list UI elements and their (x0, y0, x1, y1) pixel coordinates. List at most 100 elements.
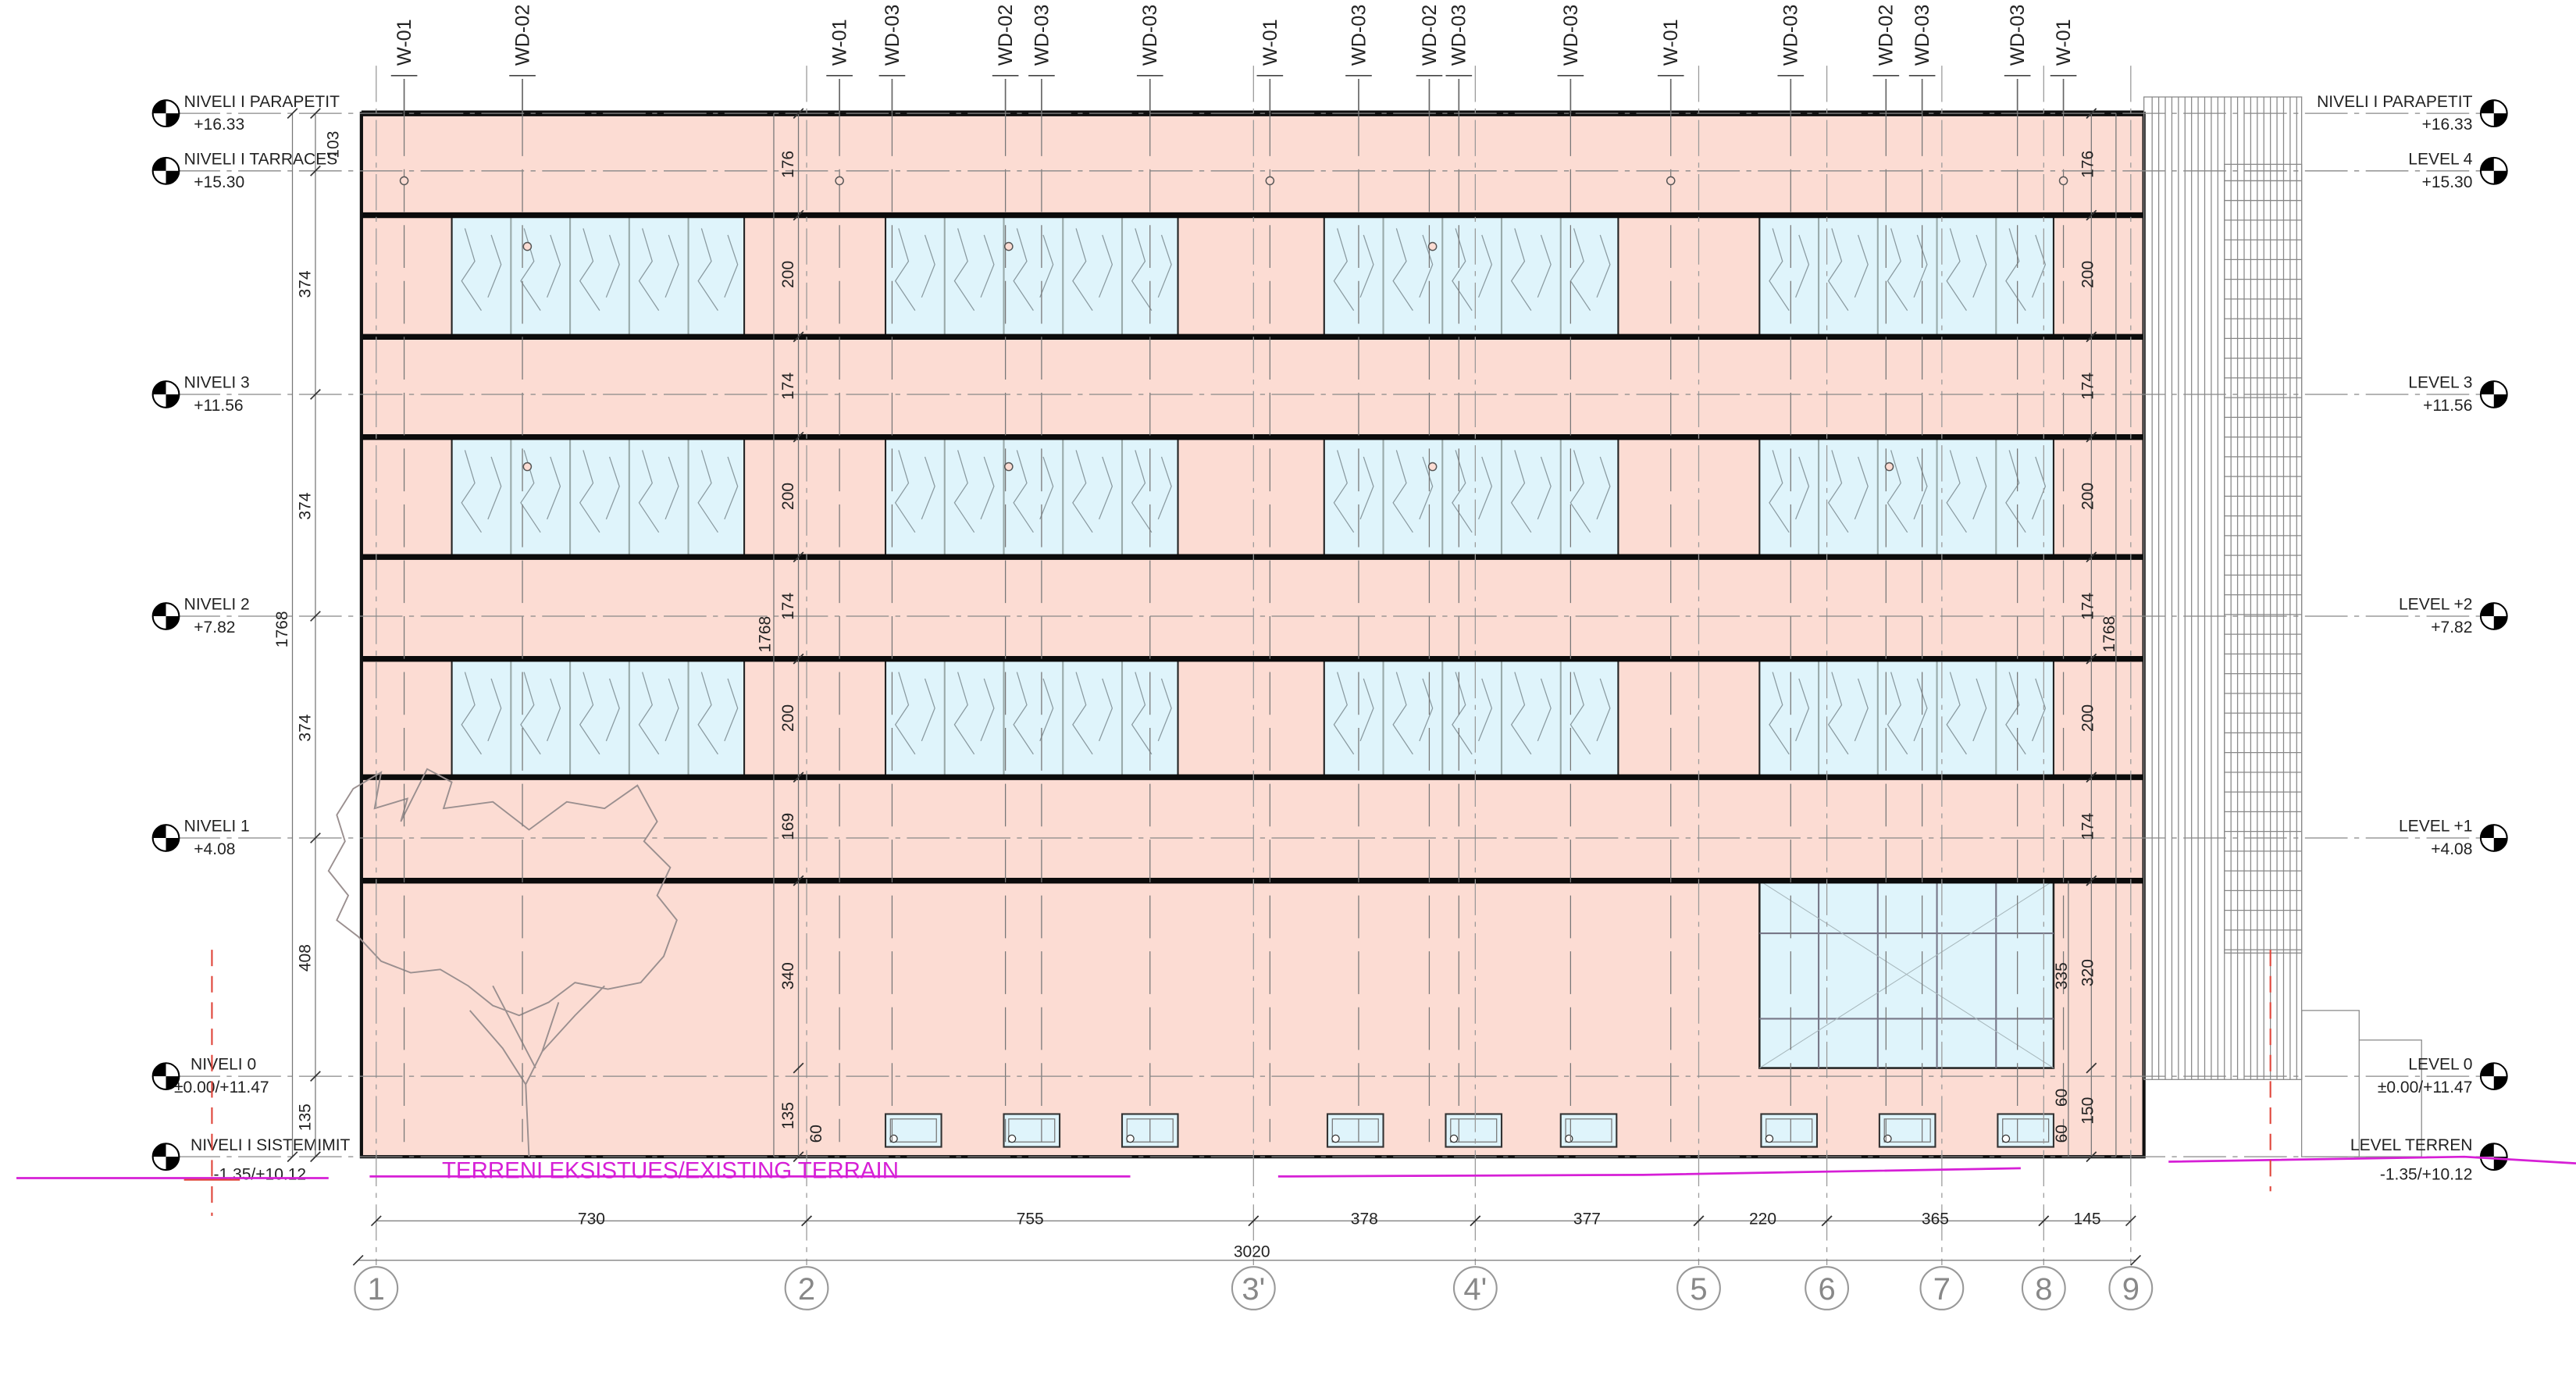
level-name: NIVELI I SISTEMIMIT (191, 1136, 351, 1154)
dimension-label: 60 (807, 1125, 825, 1143)
adjacent-building (2143, 96, 2422, 1157)
svg-text:4': 4' (1463, 1272, 1487, 1307)
total-dimension: 3020 (1234, 1243, 1270, 1261)
dimension-label: 200 (779, 261, 797, 288)
level-elevation: +7.82 (2431, 619, 2472, 636)
section-markers (211, 950, 2271, 1216)
dimension-label: 174 (2079, 812, 2097, 840)
level-marker-icon (151, 824, 180, 852)
dimension-label: 174 (2079, 593, 2097, 620)
level-marker-icon (2479, 1062, 2508, 1090)
window-tag: WD-03 (1780, 5, 1802, 66)
window-band-1 (451, 658, 2054, 779)
gridline-bubble: 6 (1805, 1266, 1849, 1310)
level-marker-icon (151, 1143, 180, 1171)
level-elevation: +15.30 (2422, 173, 2473, 191)
dimension-label: 374 (297, 270, 315, 298)
level-elevation: -1.35/+10.12 (214, 1166, 307, 1184)
window-tag: WD-02 (1419, 5, 1441, 66)
dimension-label: 365 (1922, 1210, 1949, 1228)
window-tag: WD-03 (1912, 5, 1933, 66)
level-marker-icon (2479, 156, 2508, 185)
dimension-label: 1768 (757, 616, 775, 653)
dimension-label: 377 (1573, 1210, 1601, 1228)
level-name: NIVELI 1 (184, 818, 250, 836)
window-tag: W-01 (1259, 19, 1281, 66)
dimension-label: 200 (2079, 483, 2097, 510)
svg-text:7: 7 (1933, 1272, 1951, 1307)
level-name: LEVEL +1 (2399, 818, 2472, 836)
level-marker-icon (2479, 99, 2508, 128)
level-name: LEVEL 4 (2408, 150, 2472, 168)
window-tag: WD-03 (1560, 5, 1582, 66)
level-lines (177, 112, 2498, 1157)
window-tag-leaders (399, 78, 2068, 1143)
level-elevation: -1.35/+10.12 (2380, 1166, 2473, 1184)
window-tag: WD-03 (1139, 5, 1161, 66)
level-name: NIVELI 3 (184, 374, 250, 392)
dimension-label: 169 (779, 813, 797, 840)
dimension-label: 103 (324, 131, 342, 159)
dimension-label: 220 (1749, 1210, 1776, 1228)
window-tag: WD-02 (1876, 5, 1897, 66)
gridline-bubble: 3' (1231, 1266, 1276, 1310)
svg-text:1: 1 (368, 1272, 385, 1307)
dimension-label: 755 (1017, 1210, 1044, 1228)
level-name: LEVEL 0 (2408, 1056, 2472, 1074)
window-tag: WD-02 (995, 5, 1017, 66)
window-tags: W-01 WD-02 W-01 WD-03 WD-02 WD-03 WD-03 W-01 WD-… (390, 5, 2077, 77)
gridline-bubble: 4' (1452, 1266, 1498, 1310)
dimension-label: 150 (2079, 1097, 2097, 1125)
level-marker-icon (2479, 824, 2508, 852)
svg-text:3': 3' (1242, 1272, 1265, 1307)
window-tag: WD-03 (1031, 5, 1053, 66)
level-marker-icon (2479, 1143, 2508, 1171)
dimension-label: 145 (2074, 1210, 2101, 1228)
window-tag: WD-03 (1448, 5, 1470, 66)
level-name: NIVELI I PARAPETIT (184, 93, 340, 111)
dimension-label: 200 (2079, 261, 2097, 288)
tree-outline (327, 768, 678, 1157)
dimension-label: 60 (2053, 1125, 2071, 1143)
dimension-label: 335 (2053, 962, 2071, 989)
svg-text:2: 2 (798, 1272, 815, 1307)
dimension-label: 174 (2079, 373, 2097, 400)
dimension-label: 730 (578, 1210, 605, 1228)
entrance-curtain-wall (1758, 879, 2055, 1069)
window-tag: WD-02 (511, 5, 533, 66)
level-marker-icon (151, 1062, 180, 1090)
window-mullions (510, 215, 1997, 778)
gridline-bubble: 8 (2021, 1266, 2066, 1310)
window-tag: W-01 (394, 19, 415, 66)
level-elevation: +7.82 (194, 619, 235, 636)
dimension-label: 1768 (273, 611, 291, 647)
level-elevation: +11.56 (194, 397, 243, 415)
level-marker-icon (2479, 380, 2508, 408)
level-name: LEVEL 3 (2408, 374, 2472, 392)
level-elevation: +16.33 (2422, 116, 2473, 134)
dimension-label: 1768 (2100, 616, 2118, 653)
window-tag: W-01 (2053, 19, 2075, 66)
gridline-bubble: 9 (2108, 1266, 2154, 1310)
level-name: NIVELI I PARAPETIT (2317, 93, 2472, 111)
level-elevation: +16.33 (194, 116, 244, 134)
window-tag: W-01 (829, 19, 851, 66)
dimension-label: 135 (297, 1104, 315, 1131)
gridline-bubble: 1 (354, 1266, 399, 1310)
level-elevation: ±0.00/+11.47 (174, 1079, 269, 1096)
dimension-label: 60 (2053, 1089, 2071, 1107)
terrain-label: TERRENI EKSISTUES/EXISTING TERRAIN (442, 1158, 899, 1184)
dimension-label: 135 (779, 1102, 797, 1129)
glass-reflection-marks (461, 228, 2047, 755)
dimension-label: 174 (779, 593, 797, 620)
dimension-label: 320 (2079, 959, 2097, 986)
vertical-dimensions: 3743743744081351768103176200174200174200… (273, 108, 2118, 1163)
level-elevation: +15.30 (194, 173, 244, 191)
dimension-label: 200 (2079, 704, 2097, 732)
window-tag: WD-03 (882, 5, 903, 66)
gridline-bubble: 7 (1919, 1266, 1965, 1310)
